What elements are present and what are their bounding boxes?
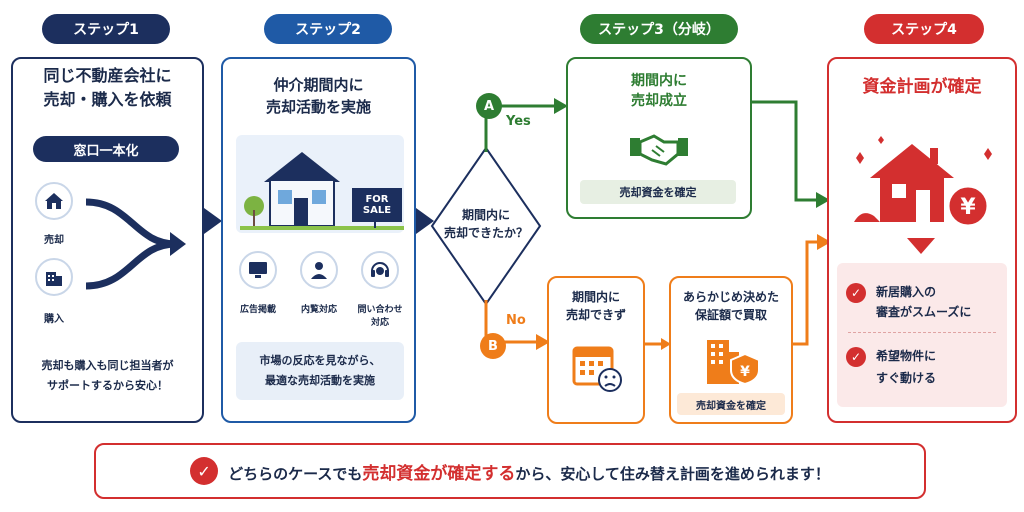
yes-title-line2: 売却成立: [631, 93, 687, 109]
viewing-label: 内覧対応: [300, 305, 337, 315]
arrow-step2-to-decision-icon: [416, 208, 434, 234]
step2-note-line1: 市場の反応を見ながら、: [259, 354, 381, 367]
ad-listing-icon: [239, 251, 277, 289]
step2-title-line1: 仲介期間内に: [273, 76, 364, 94]
yes-title-line1: 期間内に: [631, 73, 687, 89]
house-yen-icon: ¥: [854, 136, 992, 228]
step4-title: 資金計画が確定: [862, 77, 982, 97]
ad-listing-label: 広告掲載: [239, 305, 276, 315]
sign-line2: SALE: [362, 205, 392, 216]
no-label: No: [506, 313, 526, 328]
footer-check-icon: ✓: [190, 457, 219, 485]
check-icon-2: ✓: [846, 347, 866, 367]
footer-message: どちらのケースでも売却資金が確定するから、安心して住み替え計画を進められます！: [228, 459, 830, 484]
benefit2-line1: 希望物件に: [876, 349, 937, 363]
path-a-badge: A: [476, 93, 502, 119]
step2-note-box: [236, 342, 404, 400]
yes-to-step4-arrow-icon: [752, 100, 830, 208]
step4-badge: ステップ4: [864, 14, 984, 44]
down-triangle-icon: [907, 238, 935, 254]
step1-note-line1: 売却も購入も同じ担当者が: [41, 359, 174, 372]
benefit1-line2: 審査がスムーズに: [876, 305, 972, 319]
no2-fund-chip: 売却資金を確定: [677, 393, 785, 415]
no2-line1: あらかじめ決めた: [682, 290, 779, 304]
inquiry-label-line2: 対応: [370, 318, 389, 328]
benefit1-line1: 新居購入の: [876, 285, 937, 299]
decision-line1: 期間内に: [461, 208, 510, 222]
step1-title-line1: 同じ不動産会社に: [43, 66, 172, 85]
arrow-no1-to-no2-icon: [645, 338, 671, 350]
step1-badge: ステップ1: [42, 14, 170, 44]
merge-arrow-icon: [85, 198, 186, 290]
step2-title-line2: 売却活動を実施: [265, 98, 371, 116]
calendar-sad-icon: [572, 346, 622, 392]
step2-badge: ステップ2: [264, 14, 392, 44]
for-sale-sign: FOR SALE: [352, 188, 402, 222]
footer-highlight: 売却資金が確定する: [362, 463, 516, 484]
sell-label: 売却: [44, 235, 64, 246]
svg-text:¥: ¥: [740, 364, 750, 380]
building-yen-shield-icon: ¥: [707, 340, 760, 386]
step2-note-line2: 最適な売却活動を実施: [265, 374, 375, 387]
yes-fund-chip: 売却資金を確定: [580, 180, 736, 204]
path-b-badge: B: [480, 333, 506, 359]
inquiry-label-line1: 問い合わせ: [357, 305, 403, 315]
buy-label: 購入: [44, 314, 64, 325]
single-window-chip: 窓口一本化: [33, 136, 179, 162]
decision-line2: 売却できたか？: [443, 226, 528, 240]
viewing-people-icon: [300, 251, 338, 289]
yes-label: Yes: [506, 114, 531, 129]
no-to-step4-arrow-icon: [793, 234, 831, 346]
step1-title-line2: 売却・購入を依頼: [43, 90, 172, 109]
arrow-step1-to-step2-icon: [204, 208, 222, 234]
benefit2-line2: すぐ動ける: [876, 371, 937, 385]
check-icon-1: ✓: [846, 283, 866, 303]
no1-line2: 売却できず: [565, 308, 626, 322]
footer-post: から、安心して住み替え計画を進められます！: [515, 464, 830, 483]
sign-line1: FOR: [365, 194, 389, 205]
benefits-divider: [848, 332, 996, 333]
buy-building-icon: [35, 258, 73, 296]
no1-line1: 期間内に: [571, 290, 620, 304]
step1-note-line2: サポートするから安心！: [47, 379, 168, 392]
footer-pre: どちらのケースでも: [228, 464, 363, 483]
handshake-icon: [630, 134, 688, 166]
sell-house-icon: [35, 182, 73, 220]
footer-banner: ✓ どちらのケースでも売却資金が確定するから、安心して住み替え計画を進められます…: [94, 443, 926, 499]
step4-benefits-box: [837, 263, 1007, 407]
headset-support-icon: [361, 251, 399, 289]
svg-text:¥: ¥: [960, 195, 976, 220]
no2-line2: 保証額で買取: [694, 308, 767, 322]
step3-badge: ステップ3（分岐）: [580, 14, 738, 44]
